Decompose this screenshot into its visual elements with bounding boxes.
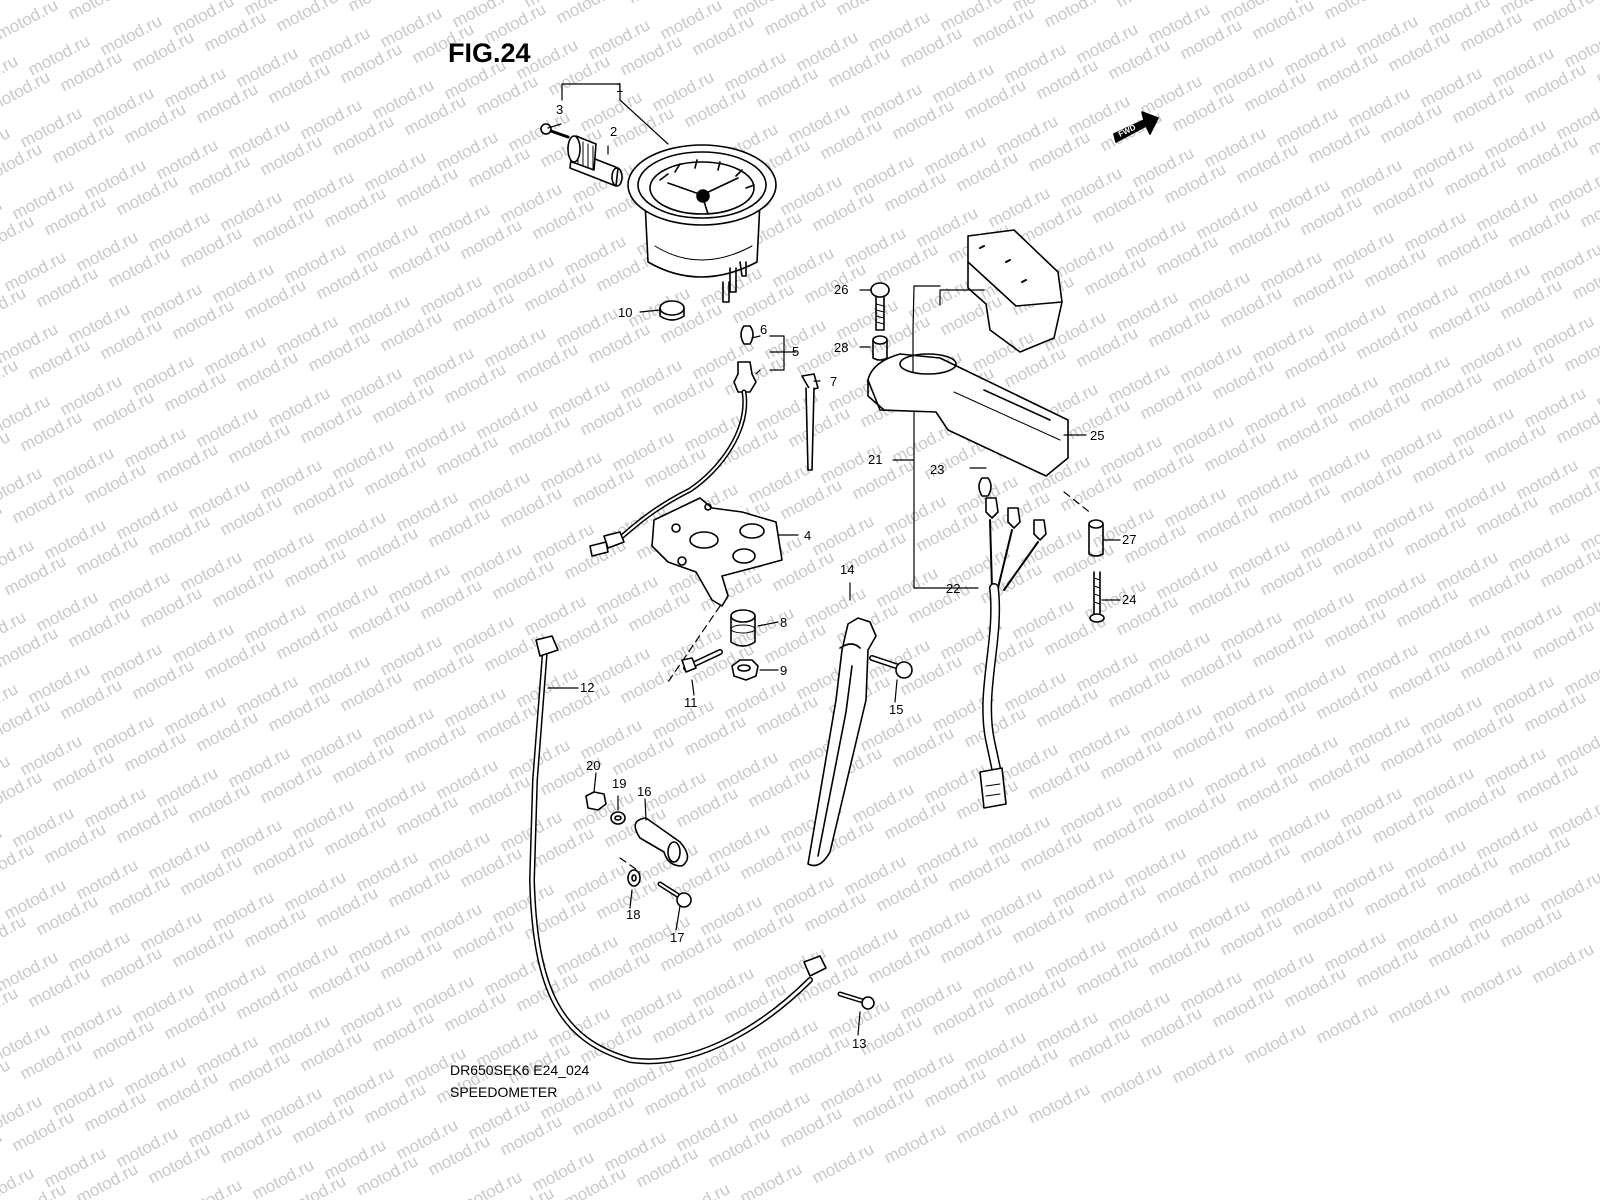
clamp-16 — [634, 817, 689, 867]
washer-19 — [610, 811, 626, 825]
callout-16: 16 — [637, 784, 651, 799]
callout-3: 3 — [556, 102, 563, 117]
callout-23: 23 — [930, 462, 944, 477]
callout-13: 13 — [852, 1036, 866, 1051]
callout-21: 21 — [868, 452, 882, 467]
screw-17 — [657, 881, 692, 908]
callout-19: 19 — [612, 776, 626, 791]
callout-numbers: 1 2 3 4 5 6 7 8 9 10 11 12 13 14 15 16 1… — [556, 80, 1136, 1051]
indicator-housing-25 — [867, 353, 1069, 477]
nut-20 — [585, 791, 607, 811]
callout-20: 20 — [586, 758, 600, 773]
callout-11: 11 — [684, 695, 698, 710]
cable-guide-14 — [807, 617, 877, 867]
callout-1: 1 — [616, 80, 623, 95]
indicator-harness-22 — [979, 497, 1047, 809]
indicator-bulb-23 — [978, 477, 992, 497]
washer-18 — [627, 869, 641, 887]
speedometer-drive-gear — [567, 135, 623, 187]
bolt-15 — [869, 655, 913, 679]
bolt-11 — [681, 649, 723, 673]
callout-6: 6 — [760, 322, 767, 337]
bolt-24 — [1089, 571, 1105, 623]
leader-lines — [547, 83, 1121, 1036]
callout-24: 24 — [1122, 592, 1136, 607]
speedometer-assembly — [627, 144, 777, 303]
screw-13 — [837, 991, 875, 1010]
figure-caption: SPEEDOMETER — [450, 1084, 558, 1100]
callout-4: 4 — [804, 528, 811, 543]
figure-code: DR650SEK6 E24_024 — [450, 1062, 590, 1078]
grommet-10 — [659, 300, 685, 321]
callout-15: 15 — [889, 702, 903, 717]
cable-tie-7 — [801, 373, 819, 471]
callout-5: 5 — [792, 344, 799, 359]
callout-14: 14 — [840, 562, 854, 577]
callout-10: 10 — [618, 305, 632, 320]
meter-bracket-4 — [651, 497, 783, 607]
callout-17: 17 — [670, 930, 684, 945]
callout-7: 7 — [830, 374, 837, 389]
callout-12: 12 — [580, 680, 594, 695]
callout-18: 18 — [626, 907, 640, 922]
cushion-8 — [730, 609, 756, 647]
spacer-27 — [1088, 519, 1104, 557]
callout-26: 26 — [834, 282, 848, 297]
callout-28: 28 — [834, 340, 848, 355]
callout-2: 2 — [610, 124, 617, 139]
spacer-28 — [872, 335, 888, 361]
callout-22: 22 — [946, 581, 960, 596]
callout-9: 9 — [780, 663, 787, 678]
screw-26 — [870, 282, 890, 331]
figure-title: FIG.24 — [448, 38, 531, 68]
callout-27: 27 — [1122, 532, 1136, 547]
nut-9 — [731, 659, 759, 681]
indicator-lens — [967, 229, 1063, 353]
callout-8: 8 — [780, 615, 787, 630]
callout-25: 25 — [1090, 428, 1104, 443]
